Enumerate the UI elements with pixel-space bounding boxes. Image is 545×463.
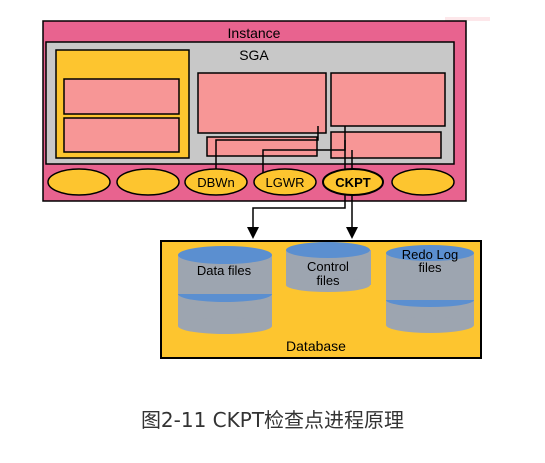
figure-caption: 图2-11 CKPT检查点进程原理 (140, 408, 405, 432)
control-files-cylinder (286, 242, 371, 292)
instance-label: Instance (228, 25, 281, 41)
redo-log-label: Redo Log (402, 247, 458, 262)
process-ellipse (391, 168, 455, 196)
data-files-cylinder (178, 246, 272, 334)
control-files-label: Control (307, 259, 349, 274)
buffer-block (330, 131, 442, 159)
connector-line (215, 126, 319, 175)
control-files-label: files (316, 273, 340, 288)
top-accent-bar (445, 17, 490, 21)
ckpt-process (322, 168, 384, 196)
dbwn-label: DBWn (197, 175, 235, 190)
ckpt-label: CKPT (335, 175, 370, 190)
buffer-block (330, 72, 446, 127)
process-ellipse (47, 168, 111, 196)
redo-log-cylinder (386, 245, 474, 333)
process-ellipse (116, 168, 180, 196)
buffer-block (197, 72, 327, 134)
ckpt-diagram: Instance SGA DBWn LGWR CKPT Database Dat… (42, 20, 482, 359)
buffer-block (63, 117, 180, 153)
buffer-block (206, 136, 318, 157)
lgwr-process (253, 168, 317, 196)
lgwr-label: LGWR (266, 175, 305, 190)
redo-log-label: files (418, 260, 442, 275)
connector-line (262, 126, 346, 175)
data-files-label: Data files (197, 263, 252, 278)
dbwn-process (184, 168, 248, 196)
sga-label: SGA (239, 47, 269, 63)
database-label: Database (286, 338, 346, 354)
buffer-block (63, 78, 180, 115)
ckpt-arrow-to-data-files (247, 195, 346, 239)
